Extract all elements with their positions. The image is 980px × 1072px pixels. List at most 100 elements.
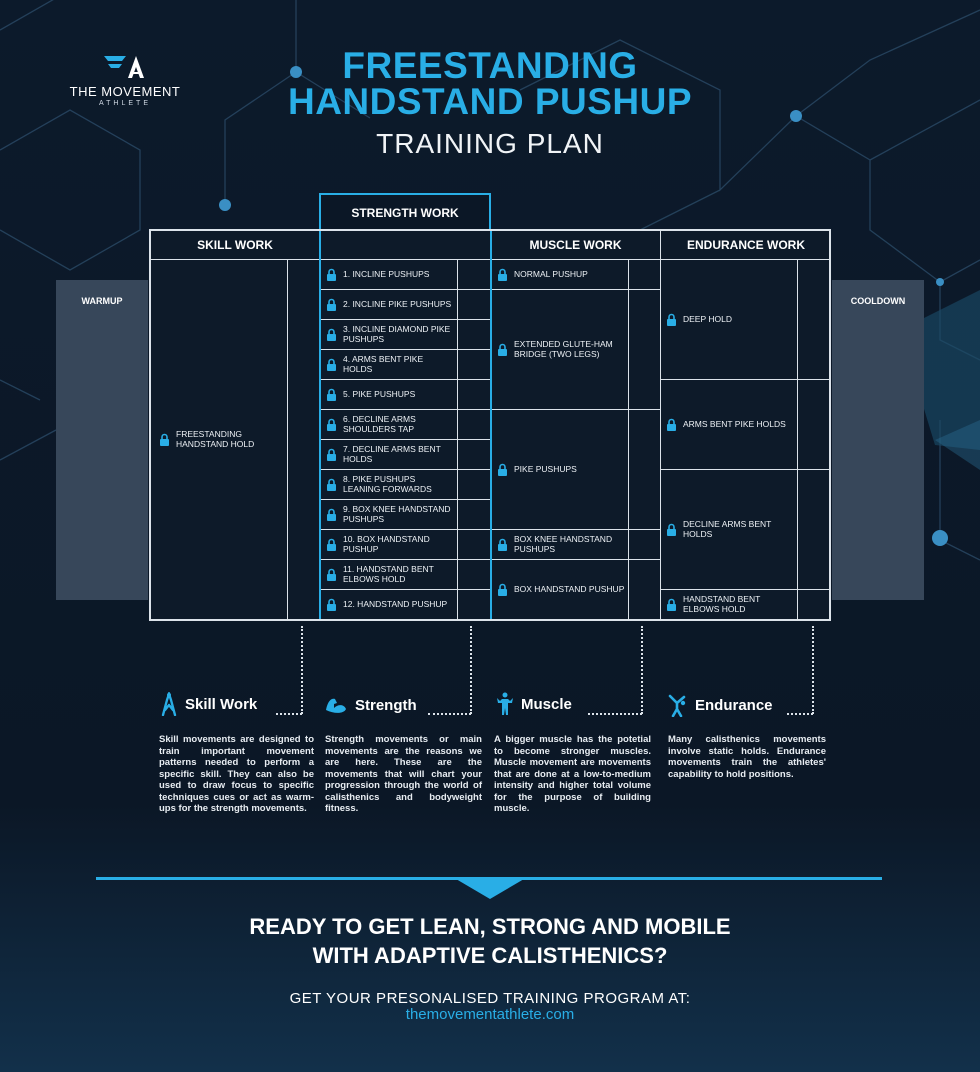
- endurance-work-header: ENDURANCE WORK: [661, 231, 831, 259]
- category-muscle: Muscle: [496, 692, 572, 716]
- strength-item-label: 11. HANDSTAND BENT ELBOWS HOLD: [343, 564, 434, 584]
- strength-item-label: 3. INCLINE DIAMOND PIKE PUSHUPS: [343, 324, 451, 344]
- strength-item[interactable]: 4. ARMS BENT PIKE HOLDS: [326, 349, 454, 379]
- strength-item[interactable]: 7. DECLINE ARMS BENT HOLDS: [326, 439, 454, 469]
- title-line-2: HANDSTAND PUSHUP: [287, 81, 693, 122]
- muscle-description: A bigger muscle has the potetial to beco…: [494, 734, 651, 814]
- muscle-item[interactable]: BOX HANDSTAND PUSHUP: [497, 559, 625, 619]
- title-line-1: FREESTANDING: [342, 45, 638, 86]
- endurance-item[interactable]: DECLINE ARMS BENT HOLDS: [666, 469, 794, 589]
- lock-icon: [498, 583, 507, 596]
- lock-icon: [327, 568, 336, 581]
- lock-icon: [327, 418, 336, 431]
- endurance-description: Many calisthenics movements involve stat…: [668, 734, 826, 780]
- strength-connector-h: [428, 713, 471, 715]
- flexed-arm-icon: [326, 698, 346, 713]
- endurance-item-label: HANDSTAND BENT ELBOWS HOLD: [683, 594, 761, 614]
- lock-icon: [327, 358, 336, 371]
- cta-get-program: GET YOUR PRESONALISED TRAINING PROGRAM A…: [289, 990, 691, 1007]
- skill-item[interactable]: FREESTANDING HANDSTAND HOLD: [159, 259, 287, 619]
- endurance-item[interactable]: HANDSTAND BENT ELBOWS HOLD: [666, 589, 794, 619]
- lock-icon: [327, 448, 336, 461]
- cta-line-1: READY TO GET LEAN, STRONG AND MOBILE: [249, 914, 731, 939]
- strength-item[interactable]: 12. HANDSTAND PUSHUP: [326, 589, 454, 619]
- endurance-item-label: DEEP HOLD: [683, 314, 732, 324]
- muscle-item[interactable]: EXTENDED GLUTE-HAM BRIDGE (TWO LEGS): [497, 289, 625, 409]
- muscle-item[interactable]: PIKE PUSHUPS: [497, 409, 625, 529]
- cooldown-label: COOLDOWN: [850, 296, 906, 306]
- strength-row-divider: [321, 349, 490, 350]
- endurance-item-label: DECLINE ARMS BENT HOLDS: [683, 519, 772, 539]
- lock-icon: [667, 598, 676, 611]
- skill-connector-h: [276, 713, 302, 715]
- muscle-body-icon: [497, 692, 513, 715]
- muscle-connector-h: [588, 713, 642, 715]
- stretch-person-icon: [668, 694, 686, 717]
- strength-item[interactable]: 6. DECLINE ARMS SHOULDERS TAP: [326, 409, 454, 439]
- strength-item-label: 1. INCLINE PUSHUPS: [343, 269, 430, 279]
- muscle-item[interactable]: BOX KNEE HANDSTAND PUSHUPS: [497, 529, 625, 559]
- lock-icon: [498, 538, 507, 551]
- strength-row-divider: [321, 319, 490, 320]
- strength-work-header: STRENGTH WORK: [319, 193, 491, 230]
- lock-icon: [160, 433, 169, 446]
- strength-item-label: 10. BOX HANDSTAND PUSHUP: [343, 534, 430, 554]
- lock-icon: [667, 523, 676, 536]
- lock-icon: [498, 268, 507, 281]
- strength-item[interactable]: 9. BOX KNEE HANDSTAND PUSHUPS: [326, 499, 454, 529]
- lock-icon: [327, 298, 336, 311]
- page-subtitle: TRAINING PLAN: [376, 128, 604, 159]
- handstand-person-icon: [161, 692, 177, 716]
- muscle-item-label: PIKE PUSHUPS: [514, 464, 577, 474]
- endurance-connector: [812, 626, 814, 714]
- muscle-row-divider: [492, 529, 660, 530]
- skill-description: Skill movements are designed to train im…: [159, 734, 314, 814]
- skill-work-header-label: SKILL WORK: [197, 238, 273, 252]
- lock-icon: [327, 268, 336, 281]
- website-link[interactable]: themovementathlete.com: [405, 1006, 575, 1023]
- lock-icon: [327, 478, 336, 491]
- strength-item[interactable]: 5. PIKE PUSHUPS: [326, 379, 454, 409]
- strength-item-label: 9. BOX KNEE HANDSTAND PUSHUPS: [343, 504, 451, 524]
- muscle-item[interactable]: NORMAL PUSHUP: [497, 259, 625, 289]
- skill-work-header: SKILL WORK: [151, 231, 319, 259]
- endurance-item[interactable]: ARMS BENT PIKE HOLDS: [666, 379, 794, 469]
- strength-item[interactable]: 8. PIKE PUSHUPS LEANING FORWARDS: [326, 469, 454, 499]
- strength-item[interactable]: 10. BOX HANDSTAND PUSHUP: [326, 529, 454, 559]
- strength-row-divider: [321, 379, 490, 380]
- lock-icon: [498, 463, 507, 476]
- strength-item-label: 7. DECLINE ARMS BENT HOLDS: [343, 444, 441, 464]
- endurance-item[interactable]: DEEP HOLD: [666, 259, 794, 379]
- strength-item[interactable]: 1. INCLINE PUSHUPS: [326, 259, 454, 289]
- cta-line-2: WITH ADAPTIVE CALISTHENICS?: [312, 943, 668, 968]
- endurance-work-header-label: ENDURANCE WORK: [687, 238, 805, 252]
- strength-item-label: 2. INCLINE PIKE PUSHUPS: [343, 299, 452, 309]
- strength-row-divider: [321, 529, 490, 530]
- muscle-item-label: NORMAL PUSHUP: [514, 269, 588, 279]
- strength-row-divider: [321, 469, 490, 470]
- lock-icon: [327, 388, 336, 401]
- strength-item-label: 4. ARMS BENT PIKE HOLDS: [343, 354, 424, 374]
- strength-item[interactable]: 2. INCLINE PIKE PUSHUPS: [326, 289, 454, 319]
- endurance-row-divider: [661, 379, 831, 380]
- lock-icon: [327, 508, 336, 521]
- skill-item-label: FREESTANDING HANDSTAND HOLD: [176, 429, 255, 449]
- strength-row-divider: [321, 589, 490, 590]
- skill-connector: [301, 626, 303, 714]
- muscle-row-divider: [492, 289, 660, 290]
- strength-item-label: 12. HANDSTAND PUSHUP: [343, 599, 448, 609]
- strength-row-divider: [321, 439, 490, 440]
- brand-logo[interactable]: THE MOVEMENT ATHLETE: [55, 52, 195, 107]
- warmup-panel: WARMUP: [56, 280, 148, 600]
- category-strength: Strength: [324, 694, 417, 716]
- strength-row-divider: [321, 289, 490, 290]
- strength-item-label: 8. PIKE PUSHUPS LEANING FORWARDS: [343, 474, 432, 494]
- strength-work-header-label: STRENGTH WORK: [351, 205, 459, 220]
- section-divider: [96, 877, 882, 880]
- lock-icon: [667, 418, 676, 431]
- strength-row-divider: [321, 559, 490, 560]
- category-muscle-title: Muscle: [521, 695, 572, 713]
- lock-icon: [667, 313, 676, 326]
- strength-item[interactable]: 3. INCLINE DIAMOND PIKE PUSHUPS: [326, 319, 454, 349]
- strength-item[interactable]: 11. HANDSTAND BENT ELBOWS HOLD: [326, 559, 454, 589]
